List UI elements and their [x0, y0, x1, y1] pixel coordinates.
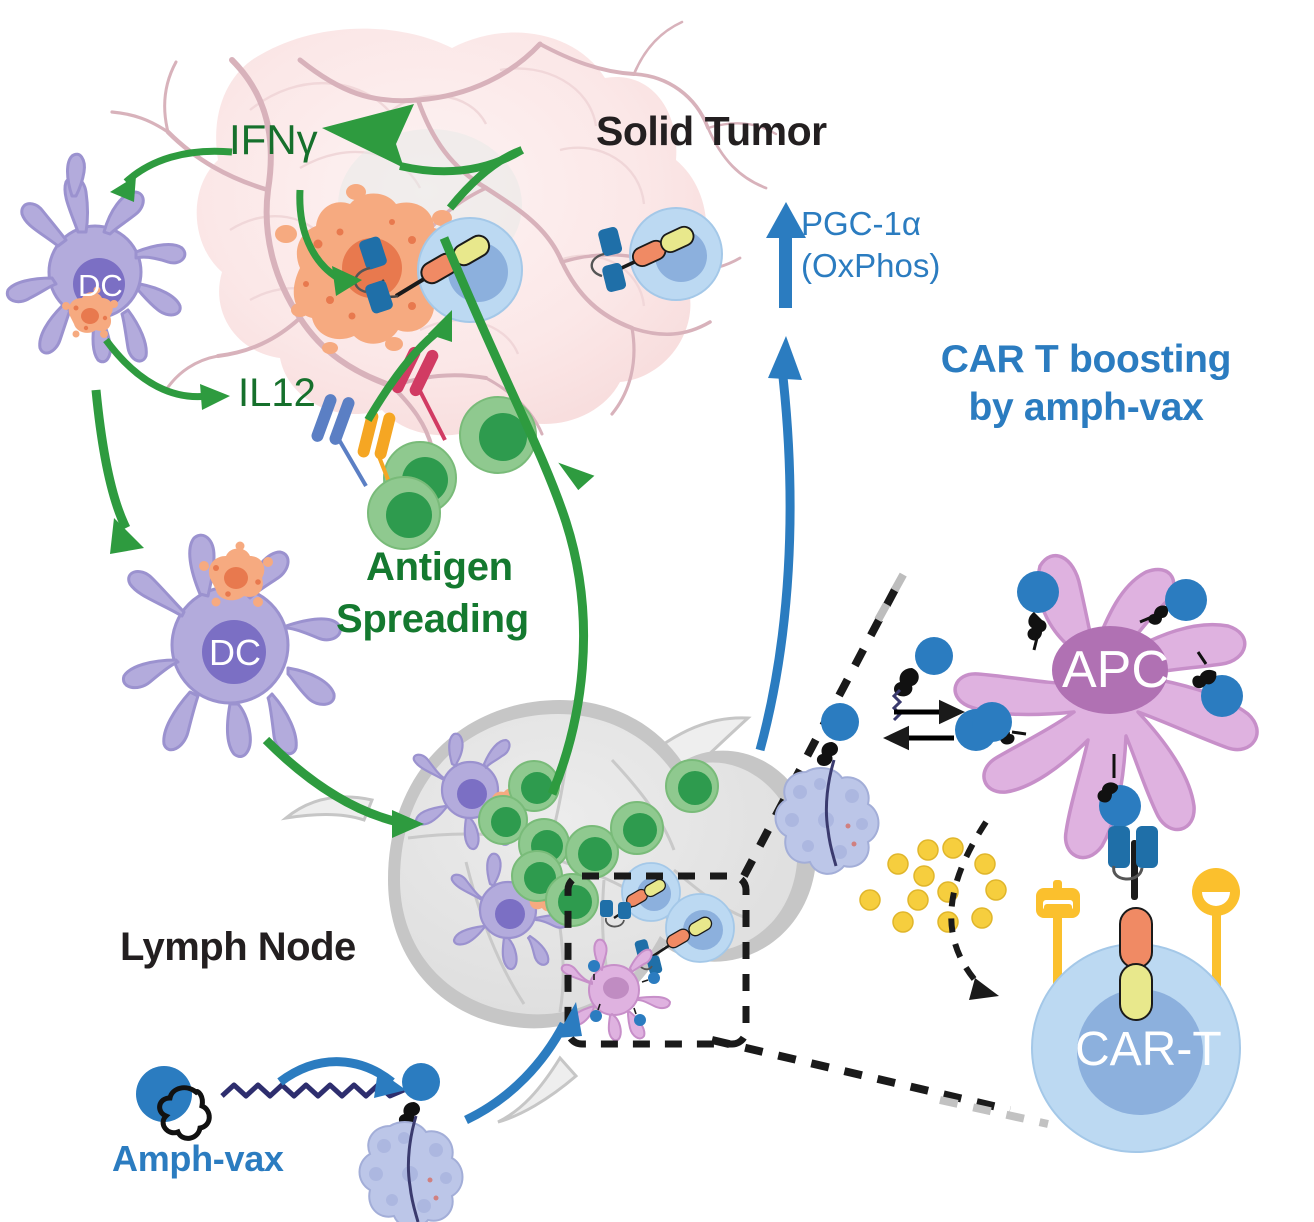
label-car-t-boosting-line2: by amph-vax — [968, 386, 1204, 429]
label-il12: IL12 — [238, 371, 316, 415]
car-t-cell-free — [590, 207, 723, 301]
cell-label-dc-migrating: DC — [209, 632, 261, 673]
lymph-cart-small — [600, 862, 681, 928]
callout-guide-top — [740, 564, 912, 878]
tcr-blue — [311, 394, 368, 488]
label-solid-tumor: Solid Tumor — [596, 108, 827, 154]
arrow-ifng-to-dc — [110, 147, 233, 202]
pgc-up-arrow — [766, 202, 806, 308]
inset-highlight-box — [564, 872, 750, 1048]
arrow-dc-to-il12 — [103, 337, 230, 410]
dendritic-cell-migrating — [121, 533, 342, 758]
arrow-amphvax-to-albumin — [277, 1057, 406, 1098]
label-antigen-spreading-line1: Antigen — [366, 545, 513, 589]
label-amph-vax: Amph-vax — [112, 1138, 284, 1179]
arrow-ifng-from-cart — [322, 104, 525, 211]
arrow-dc2-to-lymphnode — [262, 736, 424, 838]
cell-label-apc: APC — [1062, 641, 1169, 699]
engulfed-antigen-migrating — [199, 541, 273, 607]
label-lymph-node: Lymph Node — [120, 925, 356, 969]
callout-guide-bottom — [711, 1036, 1049, 1128]
albumin-bottom — [358, 1063, 464, 1222]
peptide-knot — [157, 1085, 212, 1141]
cytokine-cloud — [859, 837, 1007, 933]
arrow-ifng-down-to-cart — [296, 189, 362, 296]
label-antigen-spreading-line2: Spreading — [336, 597, 529, 641]
equilibrium-arrows — [883, 699, 965, 751]
car-t-cell-right — [1031, 907, 1241, 1153]
lymph-t-cells — [478, 759, 719, 927]
arrow-lymphnode-to-pgc — [755, 336, 802, 752]
cell-label-car-t: CAR-T — [1075, 1023, 1222, 1076]
cell-label-dc-tumor: DC — [78, 268, 123, 303]
lymph-node — [280, 699, 817, 1124]
car-scfv-right — [1108, 826, 1158, 881]
tcell-yellow-cell — [367, 476, 441, 550]
albumin-binding-equilibrium — [774, 637, 1012, 875]
arrow-lymphnode-to-tumor — [439, 236, 595, 796]
label-pgc1a-line2: (OxPhos) — [801, 247, 941, 284]
albumin-protein — [774, 759, 880, 875]
lymph-inset-content — [560, 862, 735, 1042]
apc-surface-free-antigen — [972, 702, 1012, 742]
label-pgc1a-line1: PGC-1α — [801, 205, 921, 242]
cytokine-dashed-arrow — [948, 820, 999, 1000]
free-amphiphile — [891, 637, 953, 722]
lymph-apc-small — [560, 938, 671, 1042]
albumin-complex — [774, 703, 880, 875]
mhc-scfv-tumor — [354, 236, 399, 314]
car-receptor-free — [590, 225, 695, 292]
label-ifn-gamma: IFNγ — [229, 116, 318, 163]
engulfed-antigen — [62, 286, 118, 338]
car-receptor-tumor — [394, 234, 491, 298]
arrow-dc-to-lymphnode — [91, 389, 144, 554]
label-car-t-boosting-line1: CAR T boosting — [940, 338, 1232, 381]
amph-vax-molecule — [136, 1066, 405, 1141]
arrow-tcells-to-cart — [364, 310, 452, 423]
dendritic-cell-tumor — [5, 152, 187, 364]
arrow-albumin-to-lymphnode — [464, 1002, 582, 1125]
